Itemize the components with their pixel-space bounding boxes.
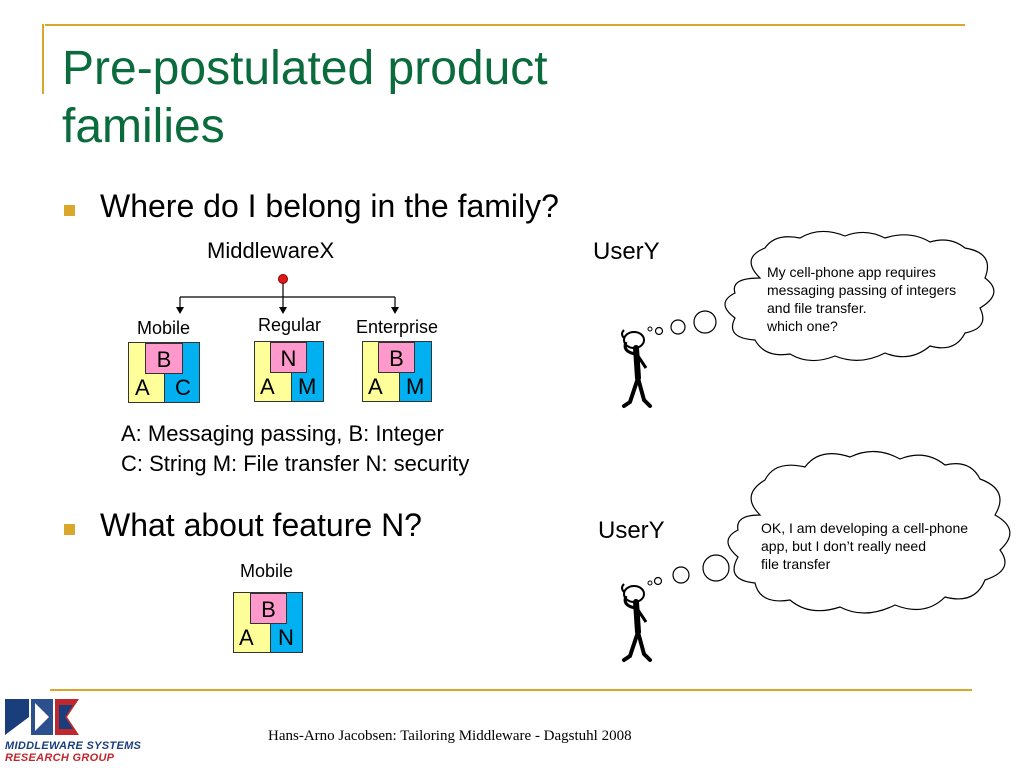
msrg-logo-icon — [5, 699, 79, 735]
tree-root-label: MiddlewareX — [207, 238, 335, 263]
product-mobile-label: Mobile — [137, 318, 191, 338]
tree-root-dot — [278, 274, 288, 284]
regular-feature-right: M — [298, 374, 317, 399]
thought-bubble-2-text: OK, I am developing a cell-phone app, bu… — [761, 519, 1023, 573]
title-line-1: Pre-postulated product — [62, 42, 548, 95]
enterprise-feature-right: M — [406, 374, 425, 399]
bullet-2-text: What about feature N? — [100, 507, 422, 543]
thought-bubble-1 — [654, 230, 995, 362]
custom-product-box: B A N — [233, 592, 303, 653]
product-regular-box: N A M — [254, 341, 324, 402]
product-enterprise-box: B A M — [362, 341, 432, 402]
regular-feature-left: A — [260, 374, 275, 399]
left-rule — [42, 24, 44, 94]
tree-connectors — [176, 274, 399, 314]
enterprise-feature-left: A — [368, 374, 383, 399]
tree-arrow-left — [176, 307, 184, 314]
footer-text: Hans-Arno Jacobsen: Tailoring Middleware… — [268, 728, 632, 744]
thought-2-line-2: app, but I don’t really need — [761, 538, 927, 554]
thought-1-line-2: messaging passing of integers — [767, 282, 957, 298]
mobile-feature-right: C — [175, 375, 191, 400]
title-line-2: families — [62, 100, 225, 153]
logo-text-line-2: RESEARCH GROUP — [5, 752, 115, 764]
custom-product-label: Mobile — [240, 561, 294, 581]
product-regular-label: Regular — [258, 315, 322, 335]
mobile-feature-left: A — [135, 375, 150, 400]
user-2-name: UserY — [598, 517, 665, 544]
tree-arrow-right — [391, 307, 399, 314]
logo-text-line-1: MIDDLEWARE SYSTEMS — [5, 740, 142, 752]
thought-1-line-3: and file transfer. — [767, 300, 867, 316]
legend-line-2: C: String M: File transfer N: security — [121, 451, 470, 476]
thinking-person-icon — [621, 326, 653, 408]
thought-2-line-3: file transfer — [761, 556, 831, 572]
user-1-name: UserY — [593, 238, 660, 265]
bullet-marker-2 — [64, 524, 75, 535]
thought-bubble-2 — [653, 450, 1011, 614]
bullet-marker-1 — [64, 205, 75, 216]
custom-feature-top: B — [250, 593, 287, 624]
regular-feature-top: N — [270, 342, 307, 373]
top-rule — [45, 24, 965, 26]
custom-feature-right: N — [278, 625, 294, 650]
thought-1-line-4: which one? — [767, 318, 838, 334]
bullet-1-text: Where do I belong in the family? — [100, 188, 559, 224]
product-enterprise-label: Enterprise — [356, 317, 439, 337]
thought-bubble-1-text: My cell-phone app requires messaging pas… — [767, 263, 997, 335]
thought-1-line-1: My cell-phone app requires — [767, 264, 936, 280]
legend-line-1: A: Messaging passing, B: Integer — [121, 421, 444, 446]
product-mobile-box: B A C — [128, 342, 200, 403]
bottom-rule — [50, 689, 972, 691]
enterprise-feature-top: B — [378, 342, 415, 373]
custom-feature-left: A — [239, 625, 254, 650]
slide-title: Pre-postulated product families — [62, 40, 762, 156]
thinking-person-icon — [621, 580, 653, 662]
mobile-feature-top: B — [145, 343, 183, 374]
tree-arrow-middle — [279, 307, 287, 314]
thought-2-line-1: OK, I am developing a cell-phone — [761, 520, 969, 536]
